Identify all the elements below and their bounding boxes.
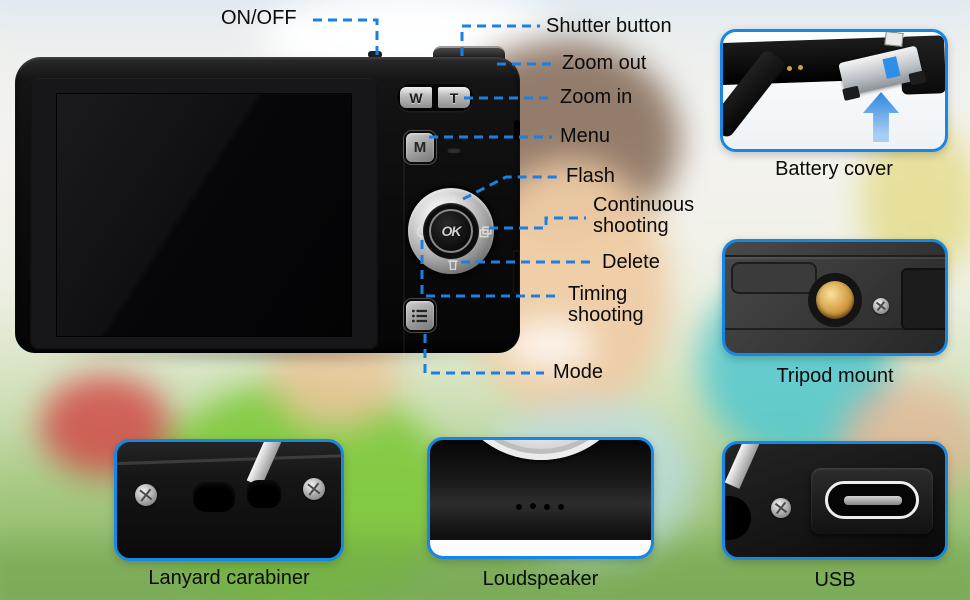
tripod-socket-ring	[808, 273, 862, 327]
indicator-led	[447, 147, 461, 153]
navigation-dial: OK	[405, 185, 497, 277]
label-shutter: Shutter button	[546, 15, 672, 37]
label-zoom-in: Zoom in	[560, 86, 633, 108]
screw	[771, 498, 791, 518]
panel-seam	[725, 255, 945, 257]
flash-icon	[450, 195, 458, 208]
lcd-screen	[56, 93, 352, 337]
battery-cover-inset	[720, 29, 948, 152]
continuous-shooting-icon	[479, 226, 492, 238]
lanyard-hole	[725, 496, 751, 540]
speaker-hole	[516, 504, 522, 510]
tripod-thread	[816, 281, 854, 319]
tripod-mount-caption: Tripod mount	[776, 365, 894, 387]
mode-list-icon	[412, 309, 427, 322]
battery-contact	[787, 66, 792, 71]
menu-button: M	[404, 131, 436, 164]
screw	[873, 298, 889, 314]
label-menu: Menu	[560, 125, 611, 147]
label-zoom-out: Zoom out	[562, 52, 647, 74]
table-surface	[430, 540, 651, 556]
ok-button: OK	[429, 209, 473, 253]
loudspeaker-inset	[427, 437, 654, 559]
mode-button	[404, 299, 436, 332]
lens-ring	[445, 440, 636, 460]
side-port-door	[513, 250, 520, 294]
panel-seam	[725, 328, 945, 330]
carabiner-clip	[725, 444, 762, 489]
side-slot	[514, 120, 520, 140]
speaker-hole	[558, 504, 564, 510]
label-mode: Mode	[553, 361, 604, 383]
loudspeaker-caption: Loudspeaker	[482, 568, 599, 590]
panel-recess	[901, 268, 945, 330]
battery-contact	[798, 65, 803, 70]
body-edge-highlight	[117, 453, 341, 466]
screen-bezel	[30, 78, 378, 350]
zoom-rocker: W T	[397, 84, 473, 111]
label-continuous-shooting: Continuous shooting	[593, 194, 695, 237]
usb-port-housing	[811, 468, 933, 534]
label-delete: Delete	[602, 251, 660, 273]
screw	[135, 484, 157, 506]
usb-port-tongue	[844, 496, 902, 505]
zoom-wide-button: W	[400, 87, 432, 108]
battery-cover-caption: Battery cover	[775, 158, 893, 180]
panel-recess	[731, 262, 817, 294]
label-timing-shooting: Timing shooting	[568, 283, 644, 326]
label-on-off: ON/OFF	[221, 7, 297, 29]
lanyard-carabiner-inset	[114, 439, 344, 561]
zoom-tele-button: T	[438, 87, 470, 108]
lanyard-hole	[193, 482, 235, 512]
camera-seam	[403, 137, 405, 399]
usb-c-port	[825, 481, 919, 519]
label-flash: Flash	[566, 165, 615, 187]
screw	[303, 478, 325, 500]
battery-label	[882, 56, 901, 79]
lanyard-caption: Lanyard carabiner	[148, 567, 310, 589]
insert-arrow-icon	[863, 92, 899, 142]
usb-inset	[722, 441, 948, 560]
tripod-mount-inset	[722, 239, 948, 356]
memory-card	[884, 32, 904, 47]
speaker-hole	[544, 504, 550, 510]
usb-caption: USB	[814, 569, 856, 591]
dial-center-ring: OK	[423, 203, 479, 259]
speaker-hole	[530, 503, 536, 509]
lanyard-hole	[247, 480, 281, 508]
